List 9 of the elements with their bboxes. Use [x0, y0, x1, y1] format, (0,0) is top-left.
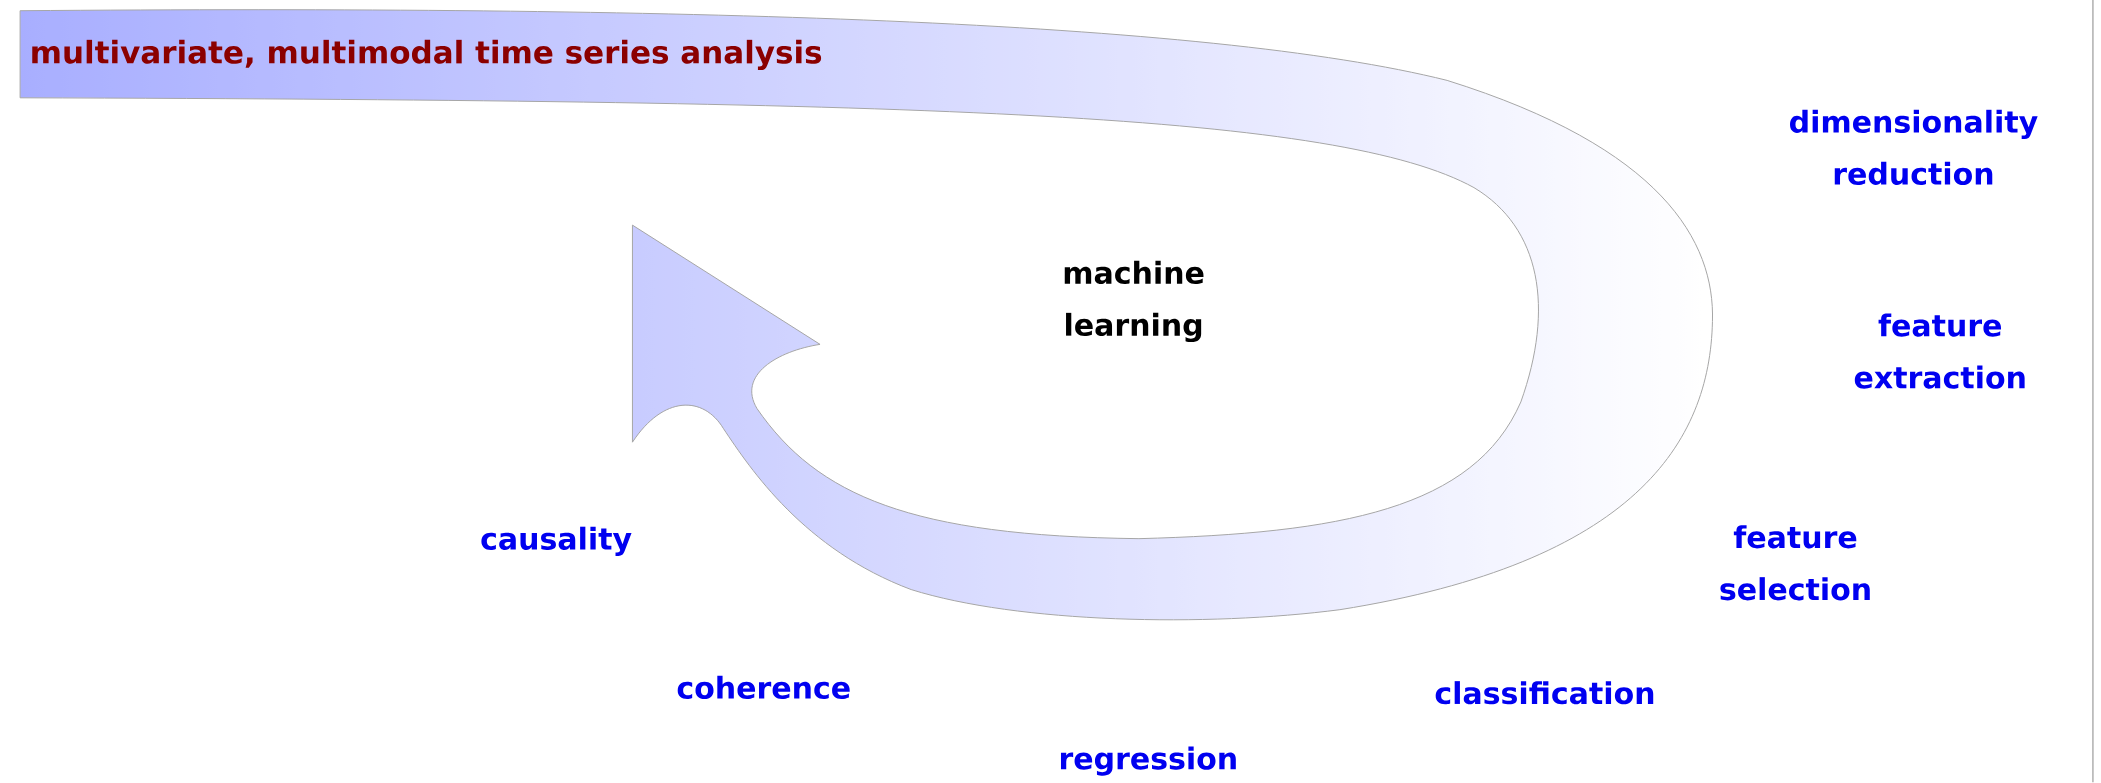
method-label: causality [481, 526, 632, 557]
method-label: feature extraction [1854, 313, 2025, 389]
method-label: regression [1061, 746, 1236, 776]
method-label: classification [1435, 681, 1654, 705]
method-label: coherence [677, 676, 850, 700]
heading: multivariate, multimodal time series analysis [32, 40, 822, 71]
method-label: feature selection [1720, 525, 1870, 601]
method-label: dimensionality reduction [1790, 110, 2038, 186]
center-label: machine learning [1064, 261, 1204, 343]
